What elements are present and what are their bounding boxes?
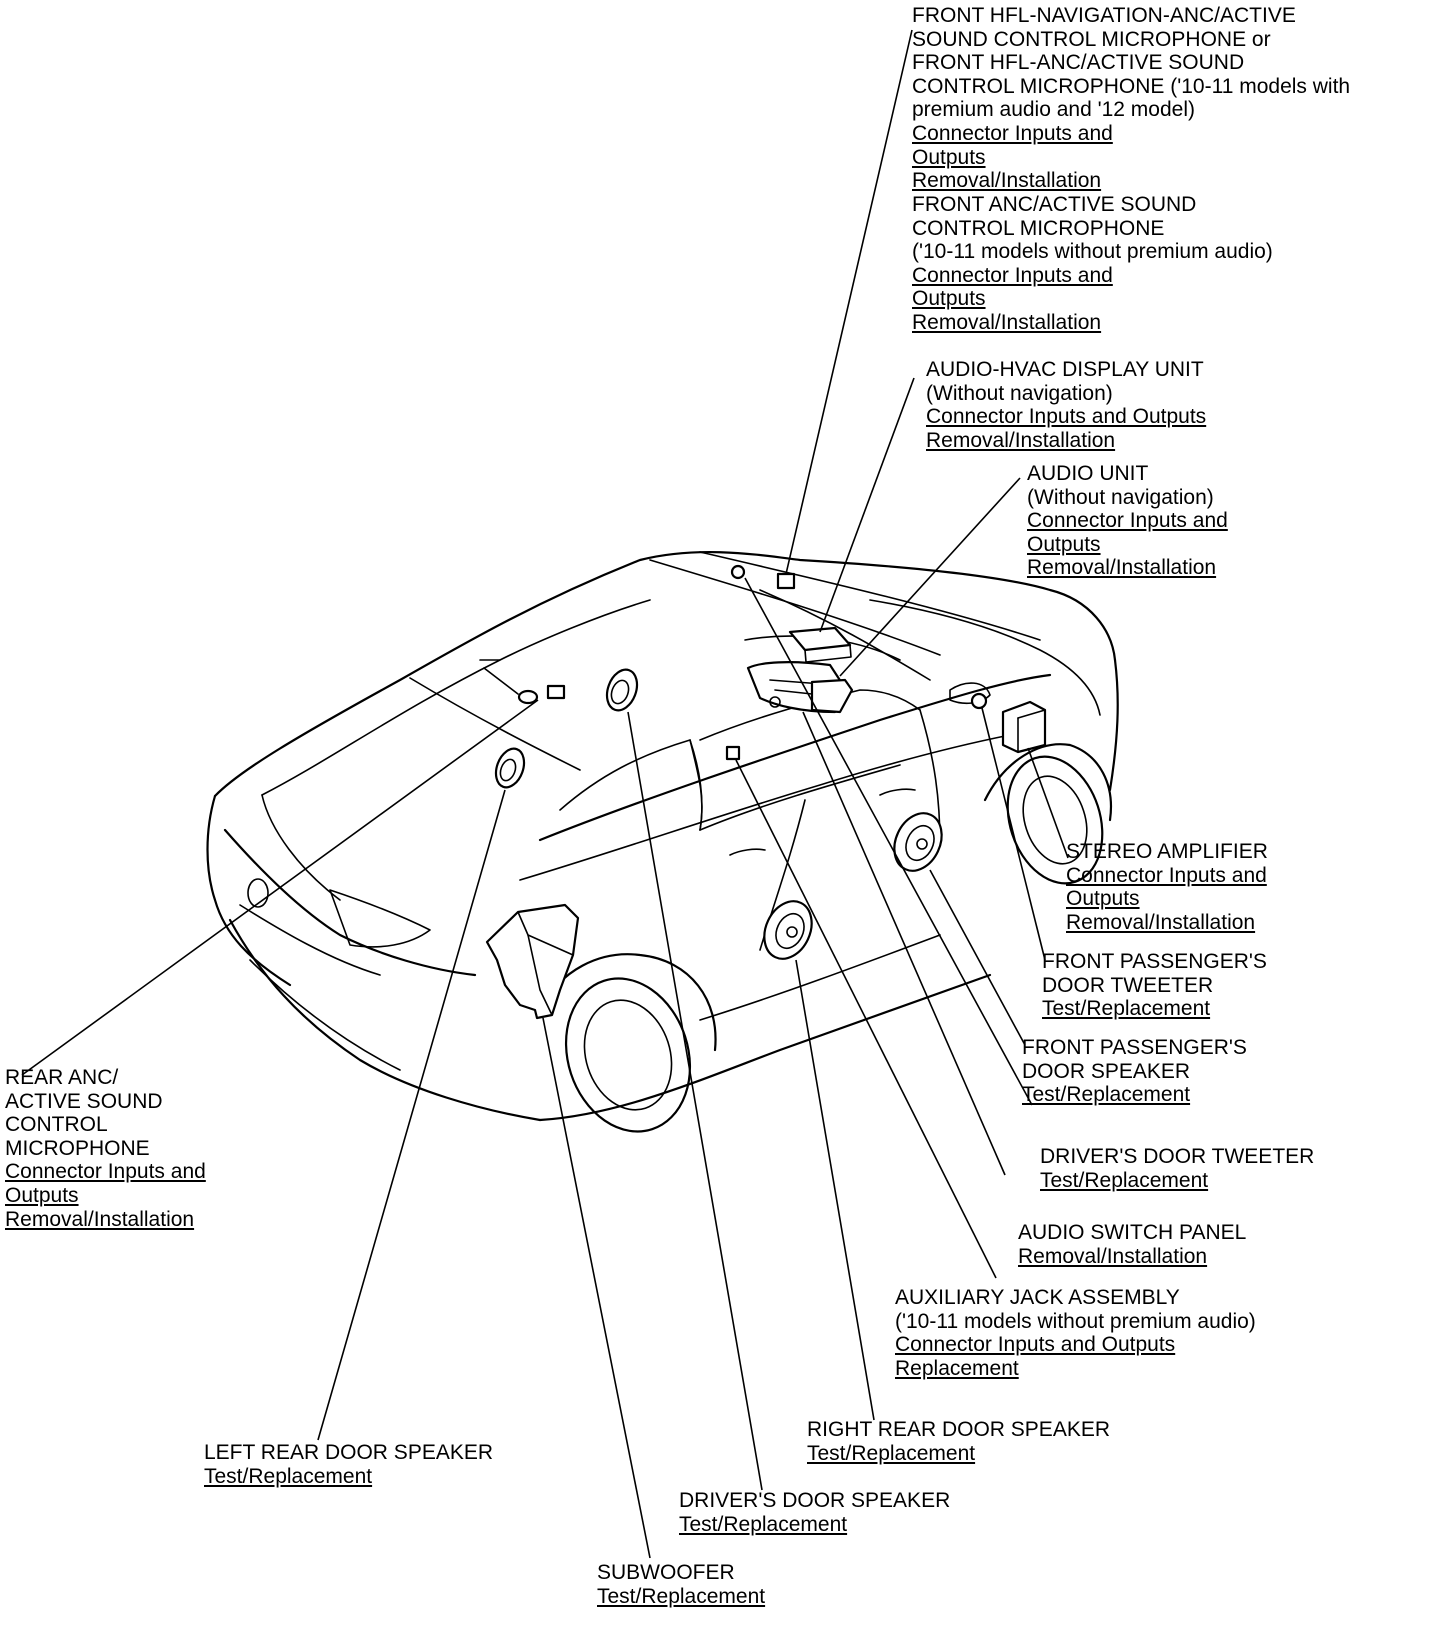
front-passenger-tweeter-icon [970, 692, 988, 710]
right-rear-door-speaker-icon [763, 900, 813, 960]
callout-note: (Without navigation) [1027, 485, 1214, 509]
removal-installation-link[interactable]: Removal/Installation [1027, 556, 1217, 580]
connector-inputs-outputs-link[interactable]: Connector Inputs and [912, 263, 1113, 287]
callout-title: DOOR TWEETER [1042, 973, 1214, 997]
removal-installation-link[interactable]: Removal/Installation [912, 310, 1102, 334]
connector-inputs-outputs-link[interactable]: Outputs [1027, 532, 1101, 556]
callout-stereo-amplifier: STEREO AMPLIFIER Connector Inputs and Ou… [1066, 840, 1268, 934]
subwoofer-icon [485, 903, 580, 1020]
callout-title: REAR ANC/ [5, 1066, 119, 1089]
removal-installation-link[interactable]: Removal/Installation [912, 169, 1102, 193]
callout-title: DRIVER'S DOOR SPEAKER [679, 1489, 951, 1512]
test-replacement-link[interactable]: Test/Replacement [807, 1441, 976, 1465]
connector-inputs-outputs-link[interactable]: Connector Inputs and Outputs [926, 405, 1207, 429]
rear-anc-microphone-icon [483, 667, 566, 705]
callout-title: DRIVER'S DOOR TWEETER [1040, 1145, 1315, 1168]
callout-title: RIGHT REAR DOOR SPEAKER [807, 1418, 1111, 1441]
callout-right-rear-speaker: RIGHT REAR DOOR SPEAKER Test/Replacement [807, 1418, 1110, 1465]
front-passenger-door-speaker-icon [893, 812, 943, 872]
callout-title: FRONT HFL-ANC/ACTIVE SOUND [912, 51, 1245, 75]
connector-inputs-outputs-link[interactable]: Connector Inputs and [1066, 863, 1267, 887]
removal-installation-link[interactable]: Removal/Installation [1066, 910, 1256, 934]
callout-title: CONTROL [5, 1113, 108, 1137]
callout-audio-hvac-display: AUDIO-HVAC DISPLAY UNIT (Without navigat… [926, 358, 1206, 452]
callout-title: CONTROL MICROPHONE ('10-11 models with [912, 74, 1351, 98]
callout-note: premium audio and '12 model) [912, 98, 1195, 122]
front-anc-microphone-icon [776, 572, 796, 590]
callout-title: LEFT REAR DOOR SPEAKER [204, 1441, 494, 1464]
connector-inputs-outputs-link[interactable]: Connector Inputs and [1027, 509, 1228, 533]
connector-inputs-outputs-link[interactable]: Outputs [912, 287, 986, 311]
callout-title: DOOR SPEAKER [1022, 1059, 1191, 1083]
callout-front-anc-microphone: FRONT ANC/ACTIVE SOUND CONTROL MICROPHON… [912, 193, 1273, 335]
connector-inputs-outputs-link[interactable]: Outputs [5, 1183, 79, 1207]
callout-title: SUBWOOFER [597, 1561, 735, 1584]
driver-door-speaker-icon [605, 668, 639, 712]
audio-unit-icon [746, 661, 854, 714]
callout-note: ('10-11 models without premium audio) [895, 1309, 1256, 1333]
callout-driver-tweeter: DRIVER'S DOOR TWEETER Test/Replacement [1040, 1145, 1314, 1192]
leader-lines [21, 29, 1069, 1559]
callout-title: AUXILIARY JACK ASSEMBLY [895, 1286, 1180, 1309]
callout-subwoofer: SUBWOOFER Test/Replacement [597, 1561, 765, 1608]
callout-audio-switch-panel: AUDIO SWITCH PANEL Removal/Installation [1018, 1221, 1246, 1268]
removal-installation-link[interactable]: Removal/Installation [1018, 1244, 1208, 1268]
test-replacement-link[interactable]: Test/Replacement [1040, 1168, 1209, 1192]
test-replacement-link[interactable]: Test/Replacement [1042, 997, 1211, 1021]
replacement-link[interactable]: Replacement [895, 1356, 1019, 1380]
callout-left-rear-speaker: LEFT REAR DOOR SPEAKER Test/Replacement [204, 1441, 493, 1488]
test-replacement-link[interactable]: Test/Replacement [597, 1584, 766, 1608]
callout-rear-anc-microphone: REAR ANC/ ACTIVE SOUND CONTROL MICROPHON… [5, 1066, 206, 1231]
callout-title: AUDIO UNIT [1027, 462, 1149, 485]
callout-title: FRONT PASSENGER'S [1042, 950, 1267, 973]
callout-title: SOUND CONTROL MICROPHONE or [912, 27, 1271, 51]
stereo-amplifier-icon [1001, 700, 1047, 754]
auxiliary-jack-icon [725, 745, 741, 761]
audio-hvac-display-icon [788, 626, 852, 663]
callout-title: MICROPHONE [5, 1136, 150, 1160]
callout-title: ACTIVE SOUND [5, 1089, 163, 1113]
callout-title: FRONT ANC/ACTIVE SOUND [912, 193, 1197, 216]
callout-title: CONTROL MICROPHONE [912, 216, 1165, 240]
callout-front-passenger-speaker: FRONT PASSENGER'S DOOR SPEAKER Test/Repl… [1022, 1036, 1247, 1107]
front-hfl-microphone-icon [730, 564, 746, 580]
test-replacement-link[interactable]: Test/Replacement [679, 1512, 848, 1536]
callout-title: AUDIO SWITCH PANEL [1018, 1221, 1247, 1244]
callout-title: STEREO AMPLIFIER [1066, 840, 1268, 863]
callout-auxiliary-jack: AUXILIARY JACK ASSEMBLY ('10-11 models w… [895, 1286, 1256, 1380]
callout-front-hfl-microphone: FRONT HFL-NAVIGATION-ANC/ACTIVE SOUND CO… [912, 4, 1350, 193]
callout-title: AUDIO-HVAC DISPLAY UNIT [926, 358, 1204, 381]
connector-inputs-outputs-link[interactable]: Connector Inputs and [5, 1160, 206, 1184]
removal-installation-link[interactable]: Removal/Installation [5, 1207, 195, 1231]
connector-inputs-outputs-link[interactable]: Outputs [912, 145, 986, 169]
left-rear-door-speaker-icon [494, 747, 526, 789]
callout-driver-speaker: DRIVER'S DOOR SPEAKER Test/Replacement [679, 1489, 950, 1536]
car-body-outline [206, 550, 1119, 1133]
callout-title: FRONT PASSENGER'S [1022, 1036, 1247, 1059]
callout-front-passenger-tweeter: FRONT PASSENGER'S DOOR TWEETER Test/Repl… [1042, 950, 1267, 1021]
callout-note: (Without navigation) [926, 381, 1113, 405]
test-replacement-link[interactable]: Test/Replacement [204, 1464, 373, 1488]
callout-note: ('10-11 models without premium audio) [912, 240, 1273, 264]
callout-title: FRONT HFL-NAVIGATION-ANC/ACTIVE [912, 4, 1296, 27]
connector-inputs-outputs-link[interactable]: Outputs [1066, 887, 1140, 911]
connector-inputs-outputs-link[interactable]: Connector Inputs and [912, 121, 1113, 145]
connector-inputs-outputs-link[interactable]: Connector Inputs and Outputs [895, 1333, 1176, 1357]
test-replacement-link[interactable]: Test/Replacement [1022, 1083, 1191, 1107]
callout-audio-unit: AUDIO UNIT (Without navigation) Connecto… [1027, 462, 1228, 580]
removal-installation-link[interactable]: Removal/Installation [926, 428, 1116, 452]
